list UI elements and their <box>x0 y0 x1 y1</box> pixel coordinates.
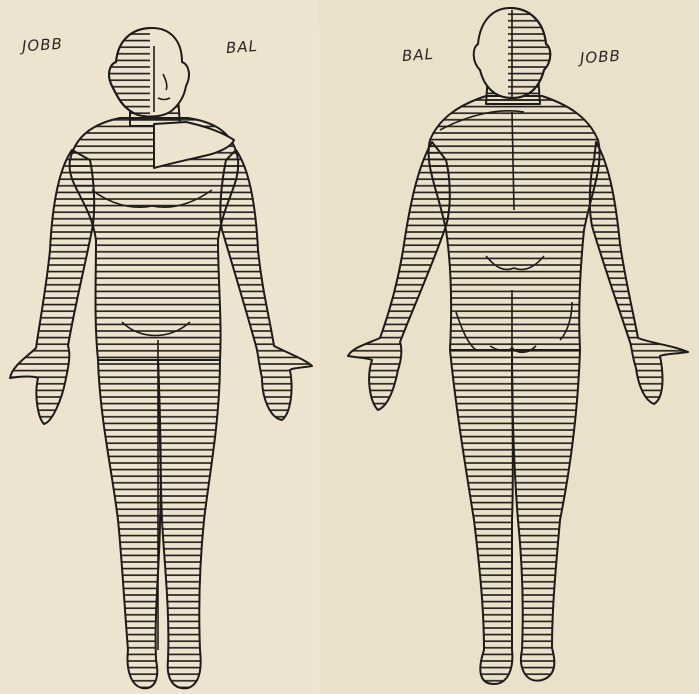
back-right-leg <box>512 350 580 681</box>
front-left-arm <box>220 150 312 420</box>
front-left-side-label: JOBB <box>21 35 63 56</box>
front-body-figure <box>10 28 312 688</box>
front-right-leg <box>98 360 161 688</box>
back-left-arm <box>348 142 450 410</box>
back-right-side-label: JOBB <box>579 47 621 68</box>
back-right-arm <box>590 142 688 404</box>
back-left-leg <box>450 350 513 684</box>
back-body-figure <box>348 8 688 684</box>
front-left-leg <box>158 360 220 688</box>
front-right-side-label: BAL <box>225 37 258 57</box>
back-torso <box>429 96 600 350</box>
front-right-arm <box>10 150 94 424</box>
back-left-side-label: BAL <box>401 45 434 65</box>
